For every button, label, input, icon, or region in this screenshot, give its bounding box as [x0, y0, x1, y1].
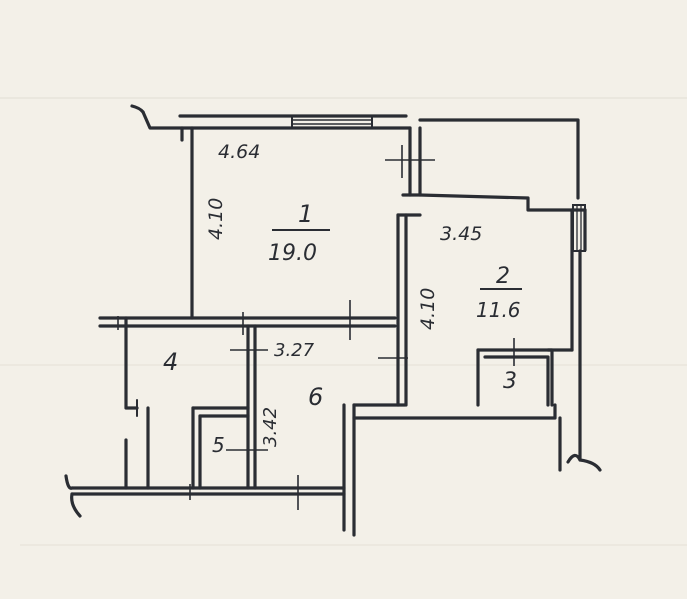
dim-hall-depth: 3.42 [260, 407, 281, 447]
dim-room2-depth: 4.10 [417, 288, 439, 330]
room-5-number: 5 [212, 433, 225, 457]
room-labels: 1 19.0 2 11.6 3 4 5 6 [163, 200, 522, 457]
room-4-number: 4 [163, 348, 178, 376]
room-2-number: 2 [496, 264, 510, 289]
room-1-area: 19.0 [268, 241, 317, 266]
door-ticks [117, 145, 515, 510]
dim-hall-width: 3.27 [274, 340, 315, 361]
dimension-labels: 4.64 4.10 3.45 4.10 3.27 3.42 [205, 141, 482, 447]
room-1-number: 1 [298, 200, 313, 228]
dim-room1-depth: 4.10 [205, 198, 227, 240]
dim-room2-width: 3.45 [440, 223, 482, 245]
inner-walls [98, 149, 574, 490]
room-2-area: 11.6 [476, 298, 521, 322]
dim-room1-width: 4.64 [218, 141, 260, 163]
room-6-number: 6 [308, 383, 323, 411]
room-3-number: 3 [503, 369, 517, 394]
